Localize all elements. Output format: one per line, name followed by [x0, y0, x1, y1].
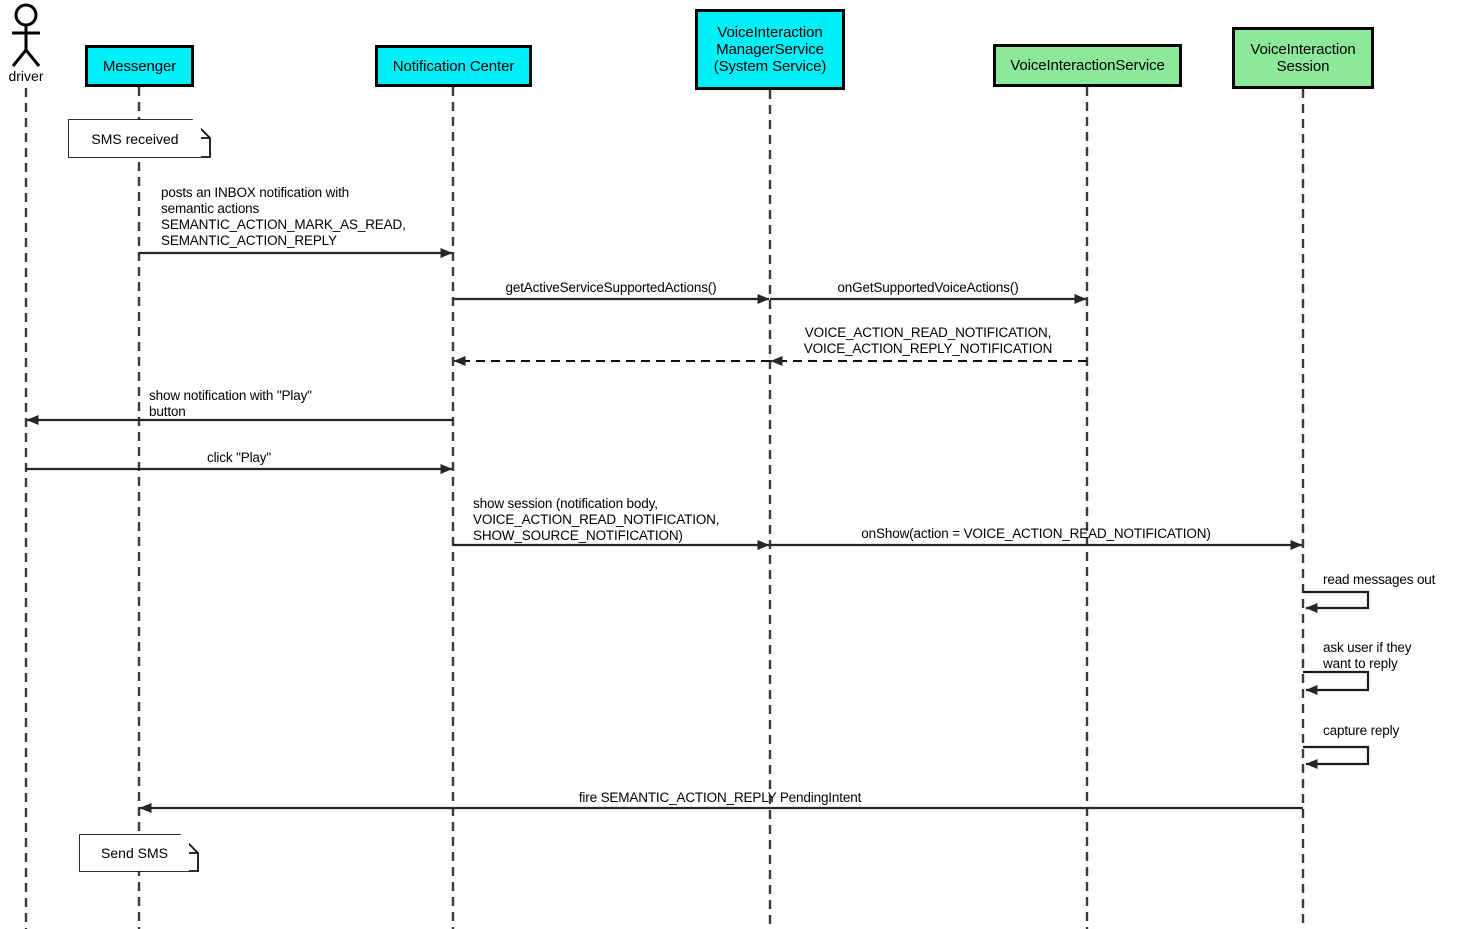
- msg-on-get-supported-voice-actions-label: onGetSupportedVoiceActions(): [837, 280, 1019, 295]
- note-send-sms: Send SMS: [80, 835, 189, 871]
- participant-notification_center[interactable]: Notification Center: [375, 45, 532, 87]
- self-ask-user-if-they-want-to-reply-loop: [1303, 670, 1370, 695]
- msg-show-session-label: show session (notification body, VOICE_A…: [473, 496, 720, 543]
- participant-label-voice_interaction_service: VoiceInteractionService: [1010, 57, 1165, 74]
- lifeline-group: [24, 87, 1305, 929]
- msg-get-active-service-supported-actions-label: getActiveServiceSupportedActions(): [505, 280, 717, 295]
- self-ask-user-if-they-want-to-reply-label: ask user if they want to reply: [1323, 640, 1412, 671]
- participant-vims[interactable]: VoiceInteraction ManagerService (System …: [695, 9, 845, 90]
- actor-glyph-group: [11, 3, 41, 67]
- self-capture-reply-loop: [1303, 745, 1370, 769]
- note-sms-received-text: SMS received: [91, 130, 179, 147]
- participant-voice_interaction_service[interactable]: VoiceInteractionService: [993, 44, 1182, 87]
- msg-show-notification-with-play-button-label: show notification with "Play" button: [149, 388, 312, 419]
- message-arrow-group: [26, 248, 1303, 813]
- participant-label-notification_center: Notification Center: [392, 57, 515, 75]
- msg-fire-semantic-action-reply-pending-intent-label: fire SEMANTIC_ACTION_REPLY PendingIntent: [578, 790, 862, 805]
- participant-label-voice_interaction_session: VoiceInteraction Session: [1250, 41, 1356, 75]
- note-send-sms-text: Send SMS: [101, 845, 168, 861]
- actor-driver-glyph: [11, 3, 41, 67]
- participant-label-messenger: Messenger: [102, 57, 177, 75]
- self-read-messages-out-loop: [1303, 590, 1370, 613]
- participant-messenger[interactable]: Messenger: [85, 45, 194, 87]
- msg-return-supported-actions-to-vims-label: VOICE_ACTION_READ_NOTIFICATION, VOICE_AC…: [803, 325, 1053, 356]
- self-capture-reply-label: capture reply: [1323, 723, 1400, 738]
- msg-post-inbox-notification-label: posts an INBOX notification with semanti…: [161, 185, 406, 248]
- msg-on-show-label: onShow(action = VOICE_ACTION_READ_NOTIFI…: [861, 526, 1211, 541]
- actor-label-driver: driver: [8, 68, 44, 84]
- msg-click-play-label: click "Play": [206, 450, 272, 465]
- participant-voice_interaction_session[interactable]: VoiceInteraction Session: [1232, 27, 1374, 89]
- self-message-group: [1303, 590, 1370, 769]
- self-read-messages-out-label: read messages out: [1323, 572, 1436, 587]
- participant-label-vims: VoiceInteraction ManagerService (System …: [713, 24, 827, 75]
- note-sms-received: SMS received: [69, 120, 201, 157]
